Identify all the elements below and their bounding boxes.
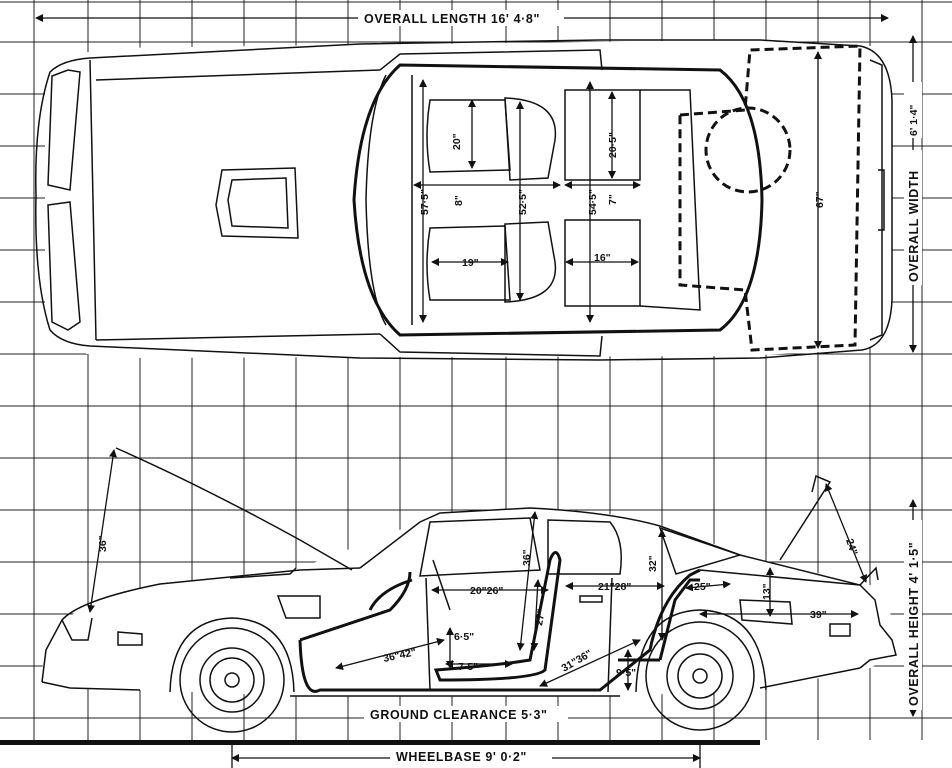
ground-line bbox=[0, 740, 760, 745]
tunnel-label: 7" bbox=[607, 194, 619, 205]
rear-wheel bbox=[645, 621, 755, 731]
front-seat-length-label: 20" bbox=[451, 133, 463, 150]
ground-clearance-label: GROUND CLEARANCE 5·3" bbox=[370, 708, 548, 722]
trunk-height-label: 13" bbox=[761, 583, 773, 600]
overall-height-label: OVERALL HEIGHT 4' 1·5" bbox=[907, 542, 921, 706]
headroom-label: 36" bbox=[521, 549, 533, 566]
cargo-width-label: 67" bbox=[814, 191, 826, 208]
wheelbase-label: WHEELBASE 9' 0·2" bbox=[396, 750, 527, 764]
overall-length-label: OVERALL LENGTH 16' 4·8" bbox=[364, 12, 540, 26]
shoulder-front-label: 57·5" bbox=[419, 189, 431, 215]
front-wheel bbox=[179, 627, 285, 733]
shoulder-rear-label: 54·5" bbox=[587, 189, 599, 215]
trunk-depth-label: 25" bbox=[694, 581, 711, 593]
hood-open-label: 36" bbox=[97, 535, 109, 552]
overall-width-label: OVERALL WIDTH bbox=[907, 170, 921, 282]
rear-seat-width-label: 16" bbox=[594, 252, 611, 264]
seat-depth-label: 7·5" bbox=[458, 661, 478, 673]
seat-cushion-height-label: 6·5" bbox=[454, 631, 474, 643]
rear-seat-height-label: 9·5" bbox=[616, 667, 636, 679]
hatch-open-label: 24" bbox=[843, 537, 860, 557]
rear-legroom-label: 21"28" bbox=[598, 581, 631, 593]
between-seats-label: 8" bbox=[453, 195, 465, 206]
trunk-length-label: 39" bbox=[810, 609, 827, 621]
seat-back-label: 27" bbox=[533, 608, 548, 627]
overall-width-value: 6' 1·4" bbox=[908, 105, 920, 136]
front-legroom-label: 20"26" bbox=[470, 585, 503, 597]
front-seat-width-label: 19" bbox=[462, 257, 479, 269]
rear-headroom-label: 32" bbox=[647, 555, 659, 572]
shoulder-mid-label: 52·5" bbox=[517, 189, 529, 215]
top-view bbox=[35, 39, 893, 361]
rear-seat-length-label: 20·5" bbox=[607, 132, 619, 158]
